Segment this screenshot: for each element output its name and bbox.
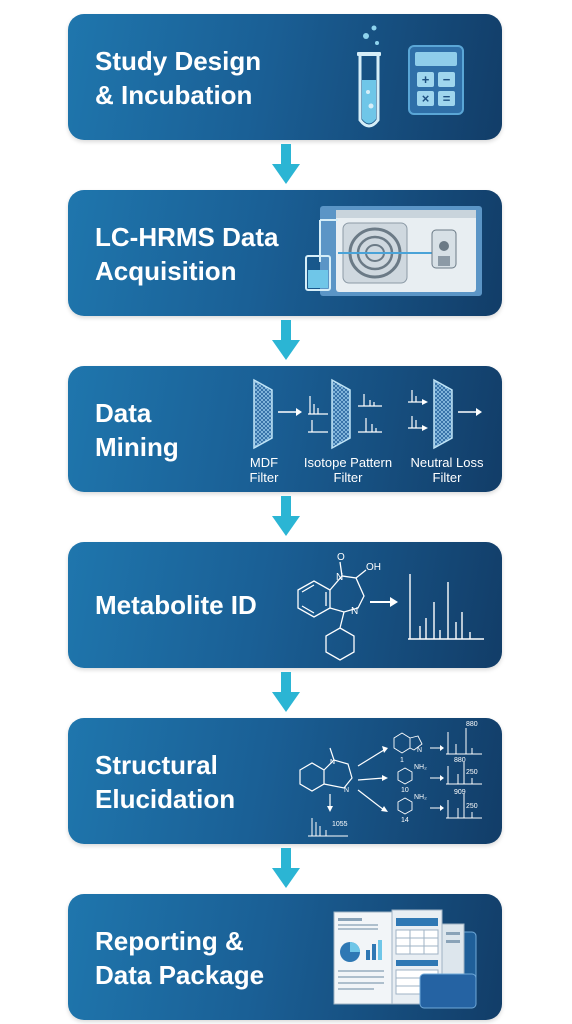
flow-arrow (272, 496, 300, 536)
parent-mz-label: 1055 (332, 821, 348, 828)
oxygen-atom-label: O (337, 552, 345, 563)
svg-text:+: + (422, 72, 430, 87)
nitrogen-label: N (351, 606, 358, 617)
nitrogen-label: N (336, 572, 343, 583)
nitrogen-label: N (344, 787, 349, 794)
fragment-sub-label: NH₂ (414, 794, 427, 801)
isotope-pattern-filter-label: Isotope Pattern Filter (303, 455, 393, 485)
step-title: Study Design & Incubation (95, 46, 262, 110)
test-tube-calculator-icon: + − × = (357, 25, 464, 128)
fragment-id-label: 10 (401, 787, 409, 794)
step-metabolite-id: Metabolite ID O OH N N (68, 542, 502, 668)
step-lc-hrms: LC-HRMS Data Acquisition (68, 190, 502, 316)
flow-arrow (272, 672, 300, 712)
svg-text:−: − (443, 72, 451, 87)
hydroxyl-label: OH (366, 562, 381, 573)
flow-arrow (272, 320, 300, 360)
step-structural-elucidation: Structural Elucidation N N 1055 880 1 (68, 718, 502, 844)
fragment-sub-label: N (417, 747, 422, 754)
mdf-filter-label: MDF Filter (249, 455, 279, 485)
svg-text:=: = (443, 91, 451, 106)
fragmentation-tree-icon: N N 1055 880 1 N 880 250 10 NH₂ 909 250 … (299, 721, 482, 837)
step-title: Reporting & Data Package (95, 926, 265, 990)
flow-arrow (272, 848, 300, 888)
step-reporting: Reporting & Data Package (68, 894, 502, 1020)
nitrogen-label: N (330, 759, 335, 766)
mass-spectrometer-icon (305, 206, 482, 296)
fragment-mz-label: 880 (454, 757, 466, 764)
step-title: Data Mining (95, 398, 179, 462)
step-title: Structural Elucidation (95, 750, 236, 814)
step-study-design: Study Design & Incubation + − × = (68, 14, 502, 140)
fragment-id-label: 14 (401, 817, 409, 824)
filter-pipeline-icon (253, 378, 482, 450)
flow-arrow (272, 144, 300, 184)
fragment-mz-label: 880 (466, 721, 478, 728)
step-data-mining: Data Mining MDF Filter Isotope Pattern F… (68, 366, 502, 492)
fragment-sub-label: NH₂ (414, 764, 427, 771)
svg-text:×: × (422, 91, 430, 106)
step-title: LC-HRMS Data Acquisition (95, 222, 279, 286)
fragment-mz-label: 250 (466, 803, 478, 810)
fragment-id-label: 1 (400, 757, 404, 764)
fragment-mz-label: 909 (454, 789, 466, 796)
step-title: Metabolite ID (95, 590, 257, 620)
molecule-spectrum-icon: O OH N N (297, 552, 484, 661)
report-document-icon (333, 909, 477, 1009)
neutral-loss-filter-label: Neutral Loss Filter (410, 455, 484, 485)
fragment-mz-label: 250 (466, 769, 478, 776)
